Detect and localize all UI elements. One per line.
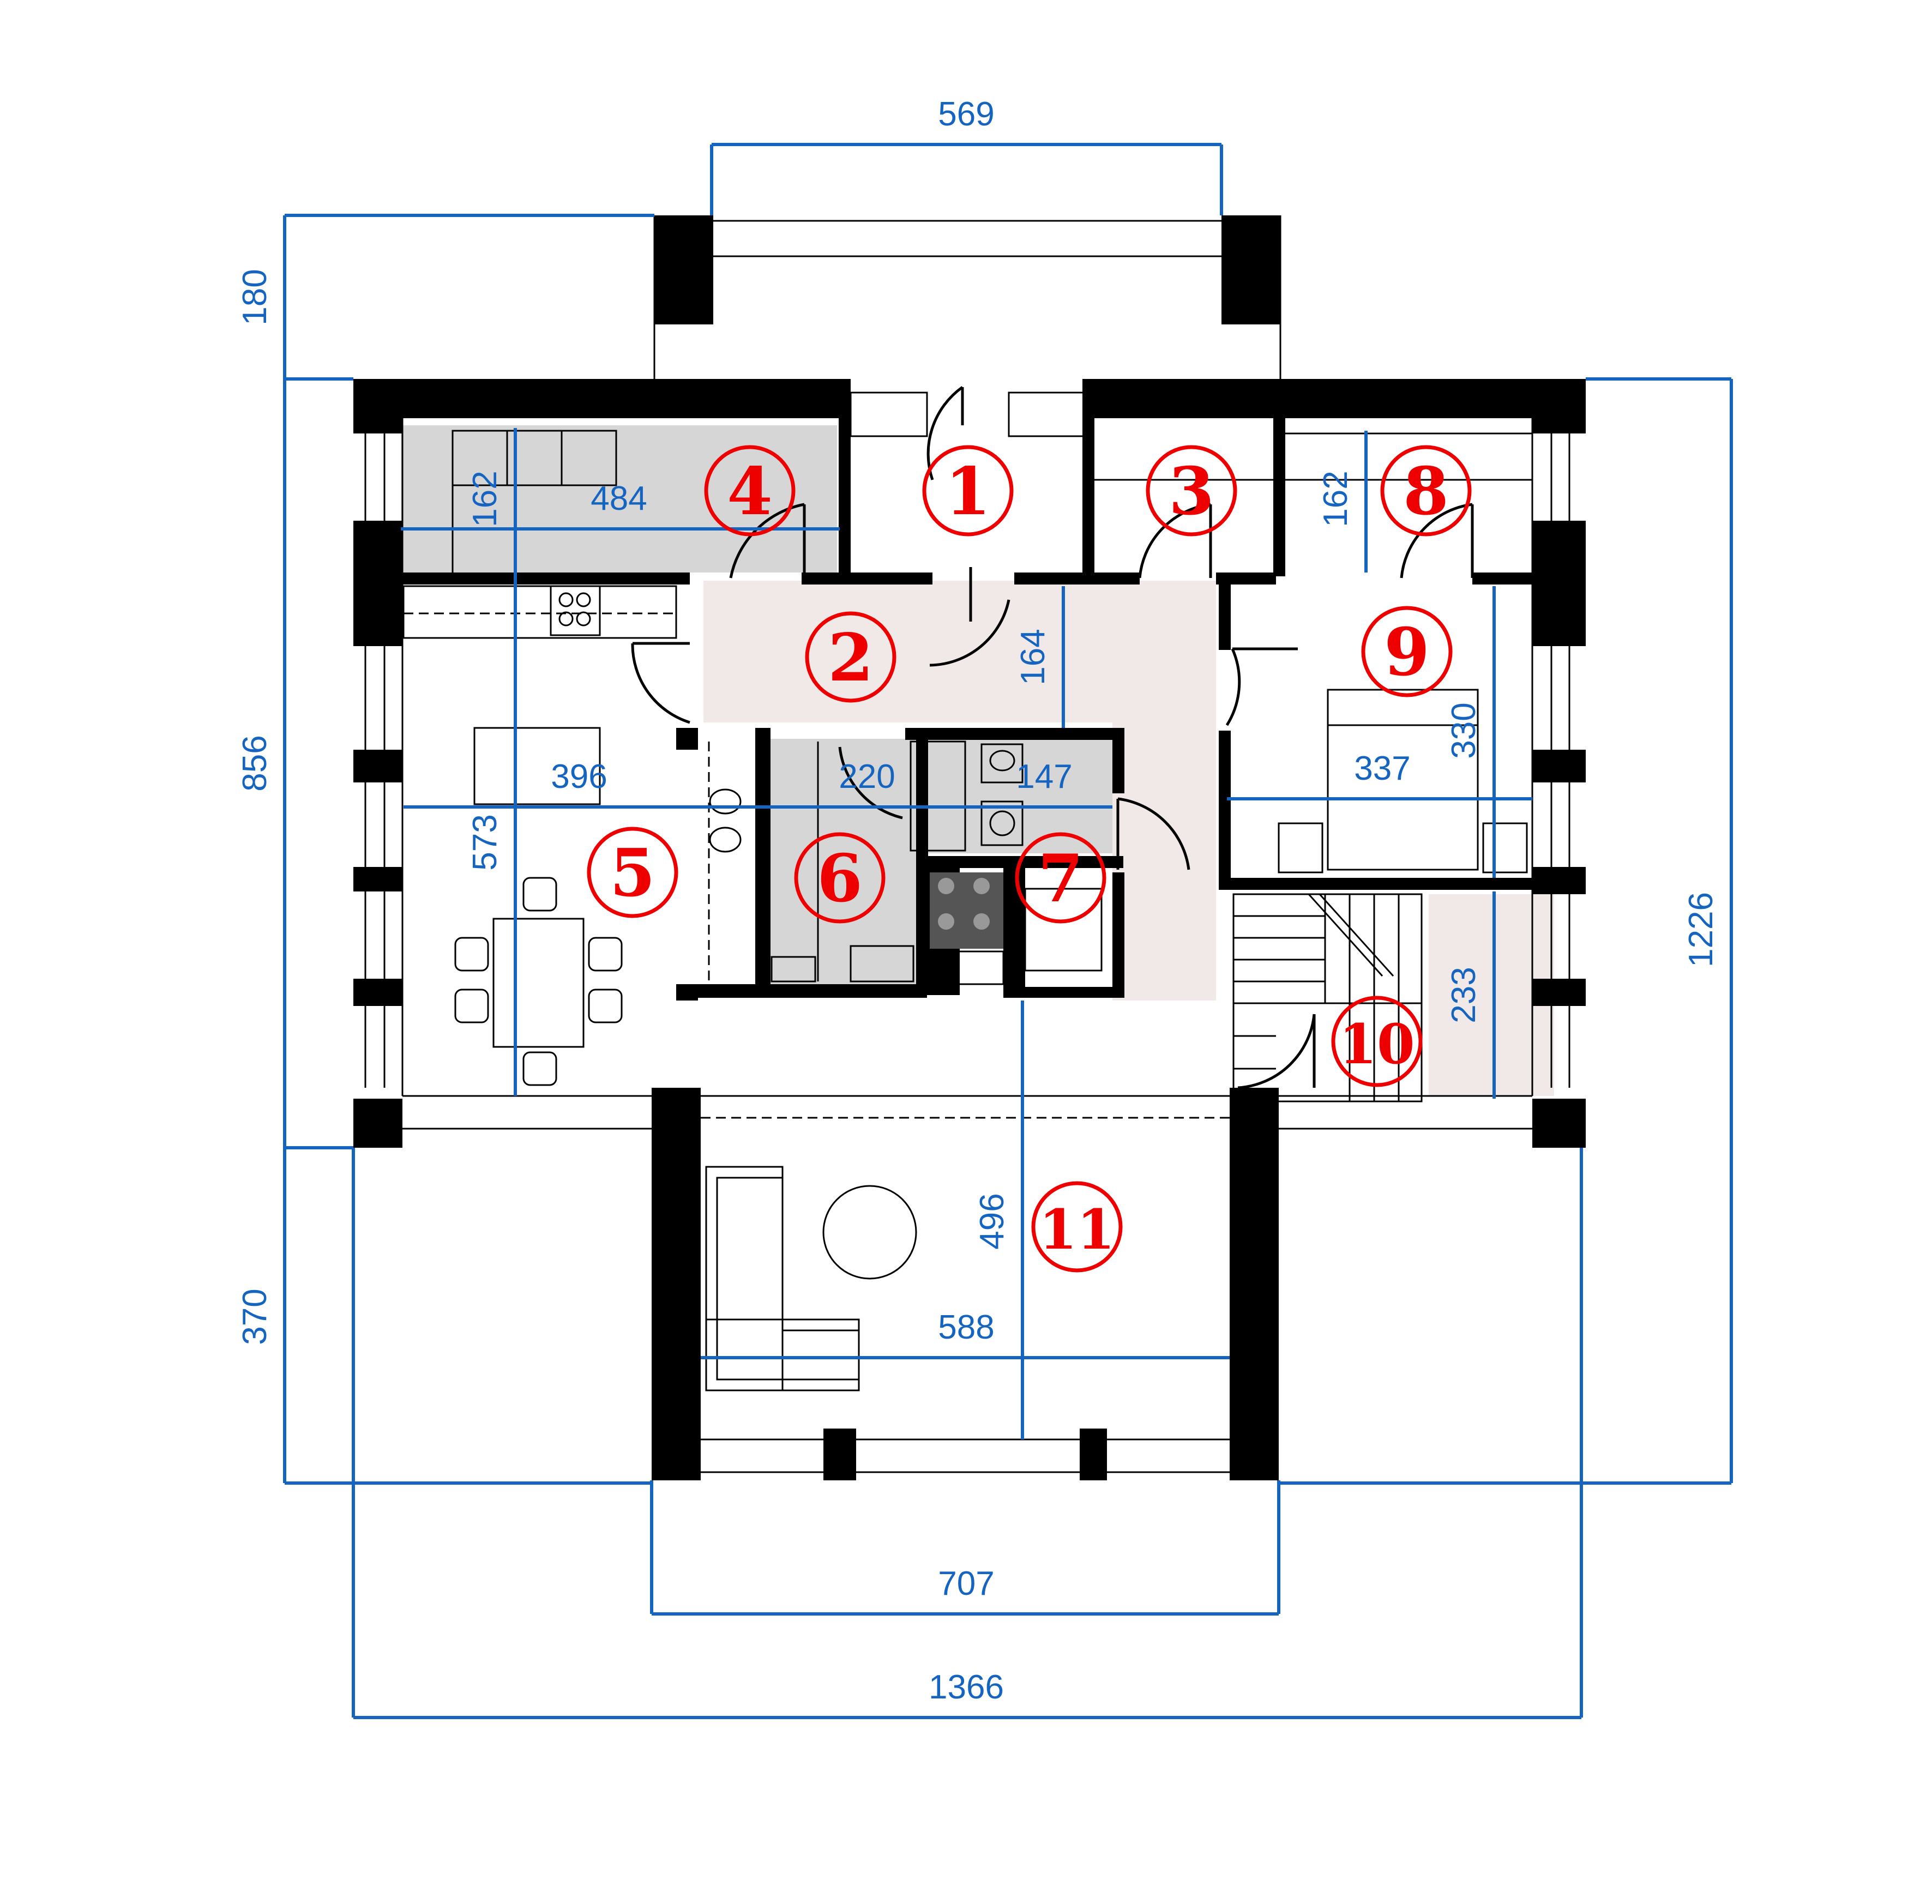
wall <box>654 215 713 324</box>
wall <box>652 1088 701 1480</box>
room-label-3: 3 <box>1169 453 1214 530</box>
dim-kitchen-width: 396 <box>551 758 607 796</box>
wall <box>1532 979 1586 1006</box>
room-labels: 1 2 3 4 5 6 7 8 9 10 11 <box>587 445 1472 1273</box>
wall <box>1003 867 1025 998</box>
wall <box>353 867 402 891</box>
room-label-5: 5 <box>610 835 655 912</box>
room-label-11: 11 <box>1039 1197 1115 1262</box>
wall <box>676 984 698 1001</box>
dim-living-depth: 496 <box>973 1193 1011 1249</box>
wall <box>1230 1088 1279 1480</box>
wall <box>353 1099 402 1148</box>
wall <box>802 573 932 585</box>
wall <box>1532 750 1586 782</box>
wall <box>1216 573 1276 585</box>
wall <box>905 728 1123 740</box>
dim-storage-width: 484 <box>591 480 647 517</box>
plan-lines <box>364 215 1570 1473</box>
wall <box>1273 418 1285 576</box>
dim-room6-width: 220 <box>839 758 895 796</box>
room-label-8: 8 <box>1403 453 1449 530</box>
wall <box>1112 728 1124 793</box>
hall-floor-lower <box>1112 722 1216 1001</box>
wall <box>755 728 771 995</box>
dim-room7-width: 147 <box>1016 758 1072 796</box>
dimension-labels: 569 180 856 370 1226 707 1366 162 484 16… <box>236 95 1720 1706</box>
wall <box>1003 987 1123 998</box>
room-label-9: 9 <box>1384 614 1430 691</box>
room-label-6: 6 <box>817 840 863 917</box>
room6-cabinets <box>769 739 919 984</box>
wall <box>1221 215 1280 324</box>
hall-floor <box>703 581 1216 722</box>
wall <box>1472 573 1538 585</box>
room-label-7: 7 <box>1038 840 1084 917</box>
dim-bottom-width: 707 <box>938 1565 994 1602</box>
wall <box>1219 731 1231 889</box>
dim-storage-height: 162 <box>466 471 504 527</box>
dim-hall-depth: 164 <box>1014 629 1052 685</box>
dim-main-depth: 856 <box>236 735 274 791</box>
dim-kitchen-depth: 573 <box>466 814 504 870</box>
wall <box>353 379 402 433</box>
wall <box>1084 379 1586 418</box>
wall <box>1082 379 1094 575</box>
wall <box>401 573 690 585</box>
dim-top-offset: 180 <box>236 269 274 325</box>
dimension-lines <box>283 143 1733 1719</box>
wall <box>1219 585 1231 650</box>
dim-total-depth: 1226 <box>1682 892 1720 967</box>
wall <box>353 379 844 418</box>
wall <box>839 379 851 575</box>
room7-fixtures <box>922 739 1112 853</box>
dim-room8-height: 162 <box>1317 471 1355 527</box>
wall <box>1219 878 1546 890</box>
wall <box>353 979 402 1006</box>
dim-total-width: 1366 <box>929 1668 1004 1706</box>
dim-room9-depth: 330 <box>1445 702 1483 758</box>
dim-stair-depth: 233 <box>1445 967 1483 1023</box>
wall <box>698 984 927 998</box>
wall <box>1532 1099 1586 1148</box>
room-label-10: 10 <box>1339 1012 1415 1076</box>
room-label-1: 1 <box>945 453 991 530</box>
wall <box>1014 573 1140 585</box>
dim-bottom-offset: 370 <box>236 1288 274 1345</box>
wall <box>353 750 402 782</box>
room-label-4: 4 <box>727 453 773 530</box>
wall <box>1112 872 1124 998</box>
wall <box>1532 379 1586 433</box>
wall <box>1532 521 1586 646</box>
room-label-2: 2 <box>828 619 874 696</box>
dim-living-width: 588 <box>938 1309 994 1346</box>
dim-top-width: 569 <box>938 95 994 133</box>
dim-room9-width: 337 <box>1354 750 1410 787</box>
wall <box>353 521 402 646</box>
wall <box>676 728 698 750</box>
